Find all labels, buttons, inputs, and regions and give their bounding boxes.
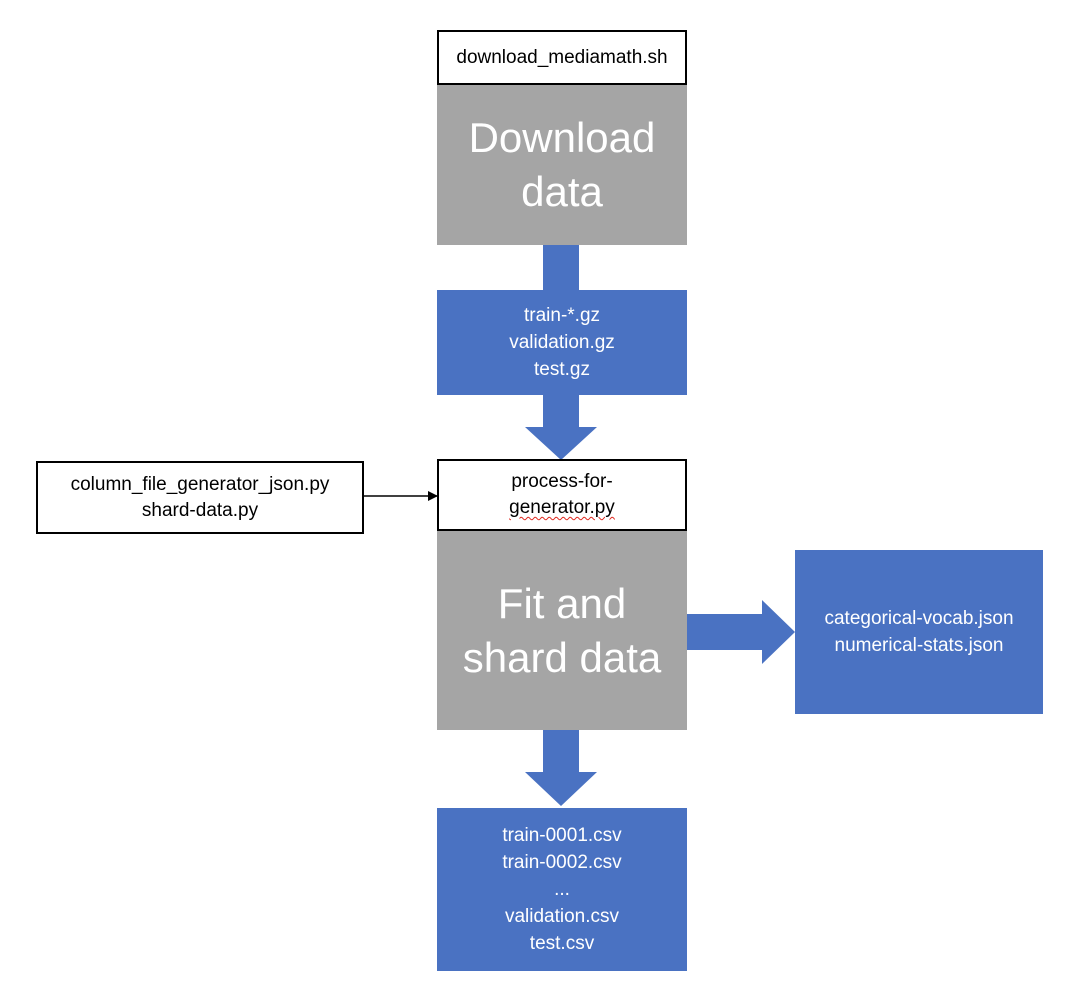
raw-file-validation: validation.gz — [509, 332, 615, 353]
fit-shard-label-line-2: shard data — [462, 633, 662, 681]
raw-file-train: train-*.gz — [523, 305, 601, 326]
download-data-step: Download data — [437, 85, 687, 245]
process-script-box: process-for- generator.py — [437, 459, 687, 531]
download-data-label-line-2: data — [521, 168, 603, 215]
raw-file-test: test.gz — [534, 359, 590, 380]
stats-files-box: categorical-vocab.json numerical-stats.j… — [795, 550, 1043, 714]
output-file-train-0001: train-0001.csv — [502, 825, 622, 846]
output-file-validation: validation.csv — [504, 906, 620, 927]
helper-script-shard-data: shard-data.py — [141, 499, 259, 521]
output-file-ellipsis: ... — [554, 879, 570, 900]
helper-scripts-box: column_file_generator_json.py shard-data… — [36, 461, 364, 534]
arrow-fit-to-outputs — [525, 730, 597, 806]
fit-shard-label-line-1: Fit and — [497, 579, 627, 627]
download-data-label-line-1: Download — [468, 114, 656, 161]
helper-script-column-generator: column_file_generator_json.py — [70, 473, 330, 495]
output-file-test: test.csv — [529, 933, 595, 954]
stats-file-numerical-stats: numerical-stats.json — [834, 635, 1004, 656]
download-script-box: download_mediamath.sh — [437, 30, 687, 85]
arrow-download-to-raw — [543, 245, 579, 290]
process-script-label-line-1: process-for- — [511, 471, 613, 492]
output-files-box: train-0001.csv train-0002.csv ... valida… — [437, 808, 687, 971]
arrow-raw-to-process — [525, 395, 597, 460]
arrow-fit-to-stats — [687, 600, 795, 664]
fit-shard-step: Fit and shard data — [437, 531, 687, 730]
stats-file-categorical-vocab: categorical-vocab.json — [824, 608, 1014, 629]
process-script-label-line-2: generator.py — [509, 497, 615, 518]
output-file-train-0002: train-0002.csv — [502, 852, 622, 873]
download-script-label: download_mediamath.sh — [456, 46, 668, 68]
raw-files-box: train-*.gz validation.gz test.gz — [437, 290, 687, 395]
